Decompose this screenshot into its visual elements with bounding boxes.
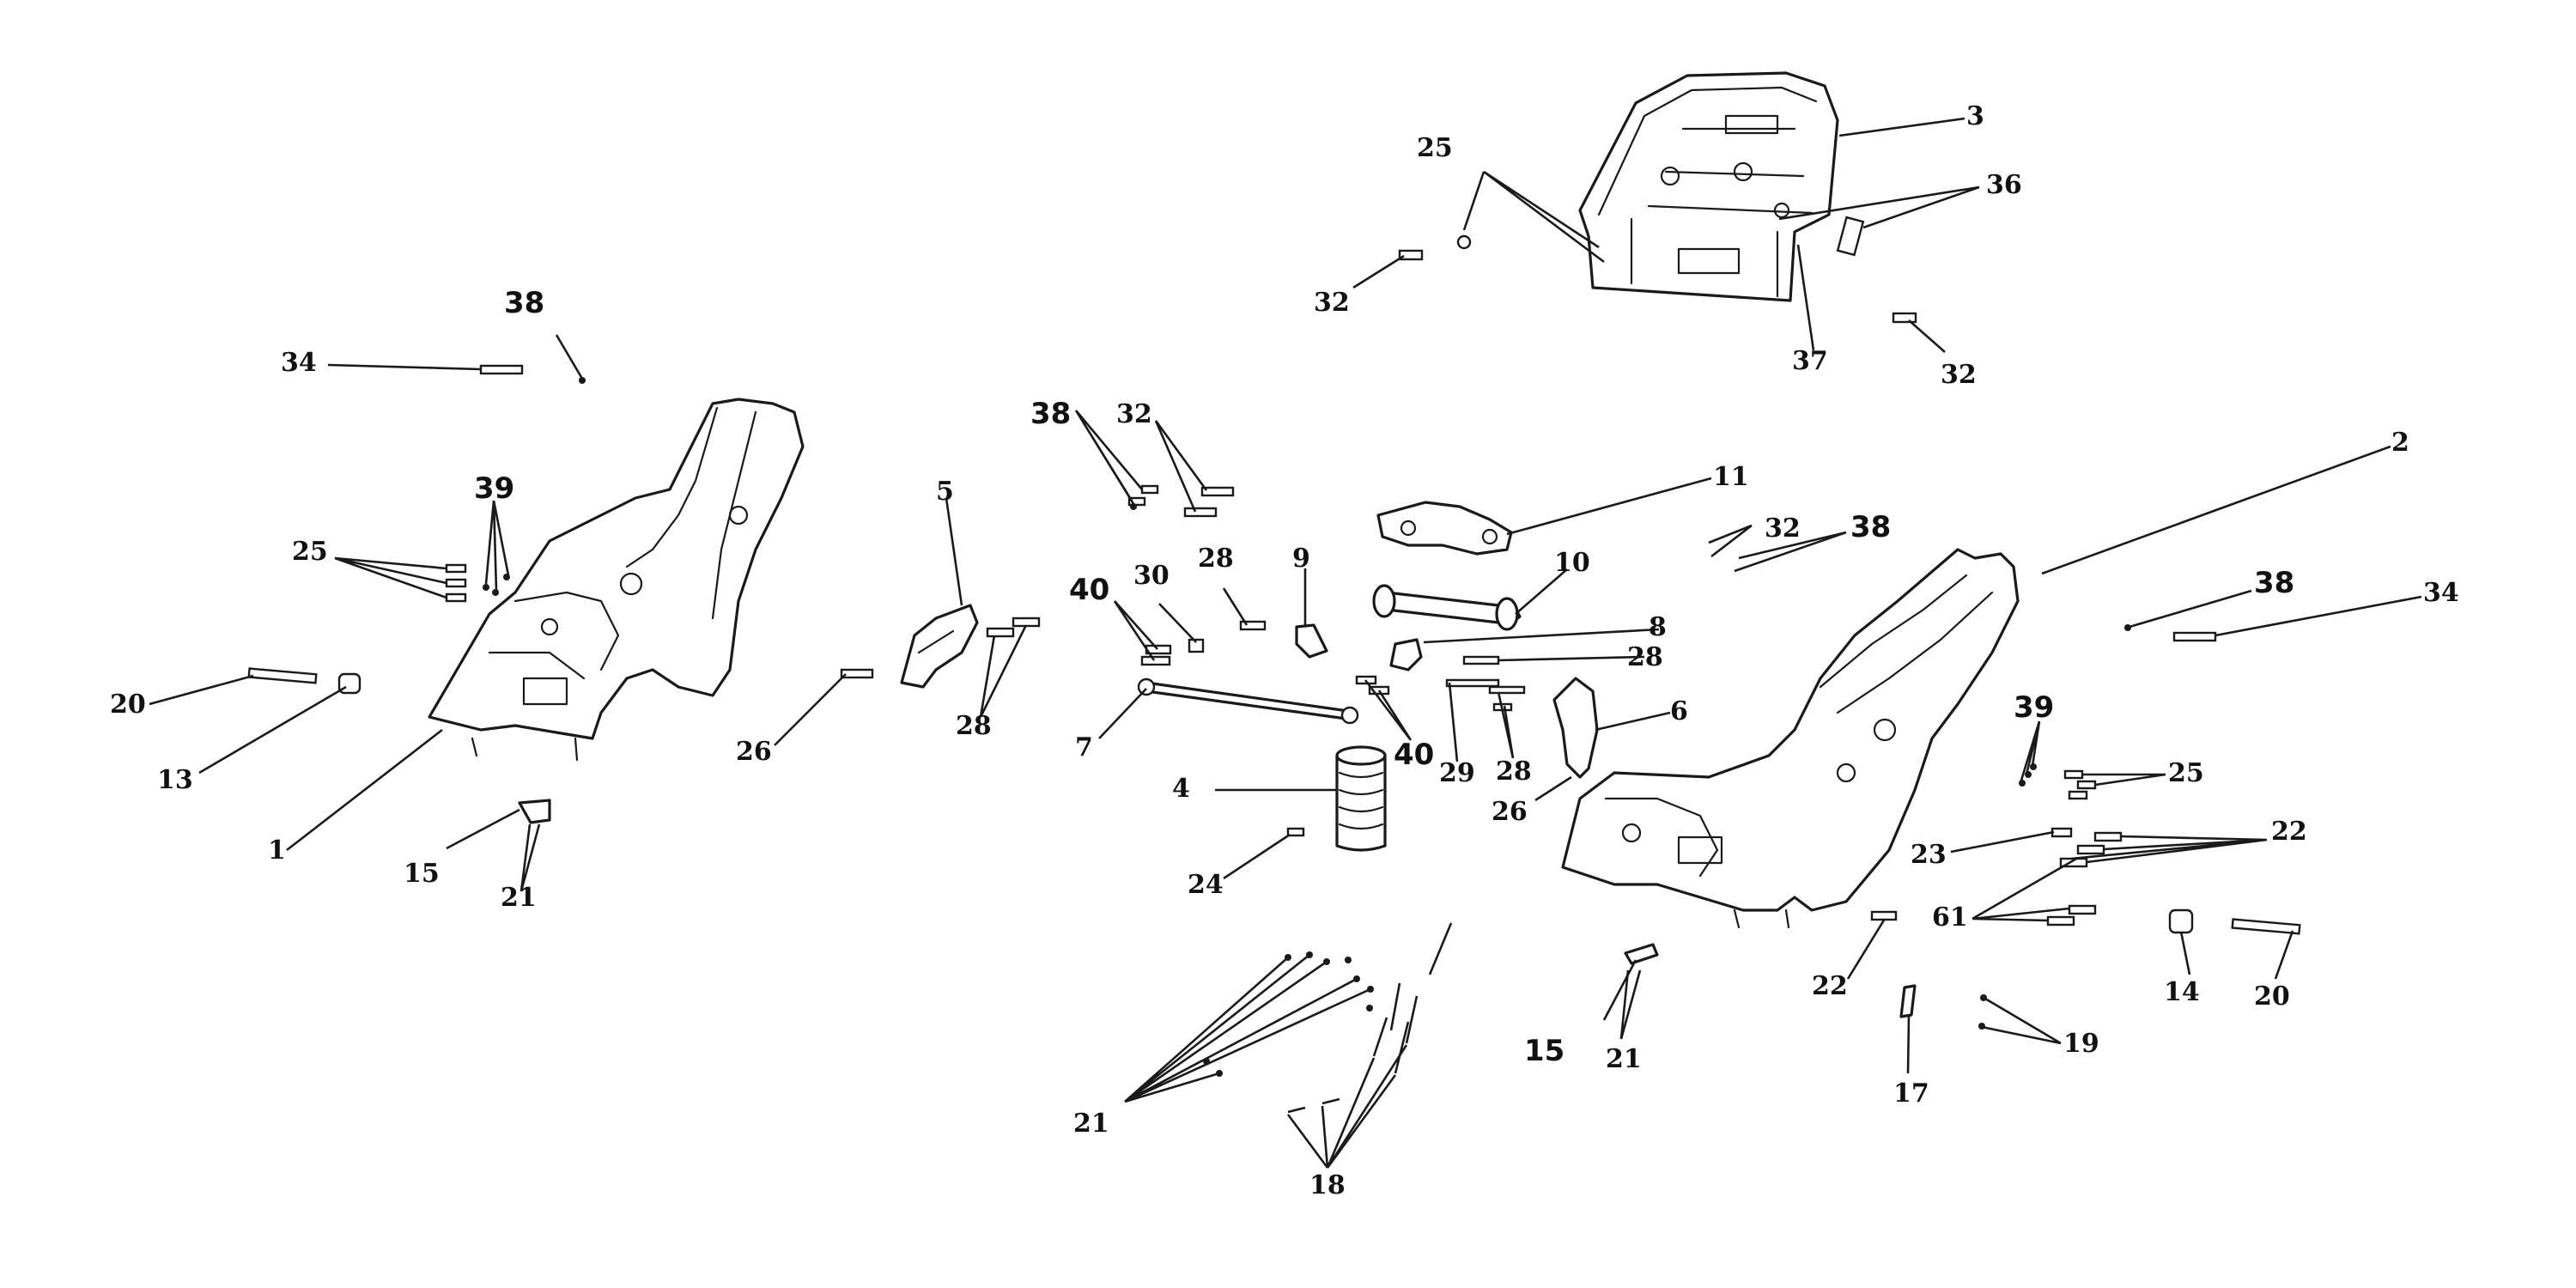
part-1-left-frame <box>428 398 805 762</box>
callout-17: 17 <box>1893 1078 1929 1109</box>
part-22-61-spacers <box>2046 827 2123 927</box>
callout-38-center: 38 <box>1030 397 1071 431</box>
part-17-strip <box>1899 984 1917 1018</box>
part-3-seat-pan <box>1578 71 1839 302</box>
part-6-bracket <box>1552 677 1599 779</box>
part-28-bolt-b <box>1012 617 1041 628</box>
callout-labels: 3 25 36 32 37 32 2 38 34 39 25 20 13 1 1… <box>110 101 2459 1200</box>
callout-26-right: 26 <box>1492 797 1528 827</box>
callout-25-top: 25 <box>1417 133 1453 163</box>
callout-40-top: 40 <box>1069 573 1109 607</box>
callout-32-top-left: 32 <box>1314 288 1350 318</box>
callout-18: 18 <box>1309 1170 1346 1200</box>
part-20-bolt-right <box>2231 918 2301 935</box>
part-14-bushing-right <box>2168 908 2194 934</box>
callout-21-right: 21 <box>1606 1044 1642 1074</box>
callout-39-left: 39 <box>474 471 514 506</box>
part-29-28-bolts <box>1445 678 1526 712</box>
callout-61: 61 <box>1932 902 1968 933</box>
callout-2: 2 <box>2391 428 2409 458</box>
part-28-bolt-a <box>986 627 1015 638</box>
callout-36: 36 <box>1986 170 2022 200</box>
part-25-screw-a <box>1456 234 1472 250</box>
part-2-right-frame <box>1561 548 2020 929</box>
callout-24: 24 <box>1188 870 1224 900</box>
part-38-screws-center <box>1127 484 1159 510</box>
callout-32-top-right: 32 <box>1941 360 1977 390</box>
callout-38-right: 38 <box>2254 566 2294 600</box>
callout-14: 14 <box>2164 977 2200 1007</box>
callout-19: 19 <box>2063 1029 2099 1059</box>
callout-9: 9 <box>1292 544 1310 574</box>
part-28-bolt-c <box>1239 620 1267 631</box>
callout-38-right-top: 38 <box>1850 510 1891 544</box>
callout-39-right: 39 <box>2014 690 2054 725</box>
callout-28-left: 28 <box>956 711 992 741</box>
callout-21-left: 21 <box>501 883 537 913</box>
callout-28-bottom: 28 <box>1496 756 1532 787</box>
callout-3: 3 <box>1966 101 1984 131</box>
part-4-sleeve <box>1335 745 1387 852</box>
callout-8: 8 <box>1649 612 1667 642</box>
part-34-bolt-left <box>479 364 524 375</box>
callout-15-right: 15 <box>1524 1034 1564 1068</box>
part-26-bolt-left <box>840 668 874 679</box>
part-9-bracket <box>1295 623 1328 659</box>
callout-10: 10 <box>1554 548 1590 578</box>
callout-28-center: 28 <box>1198 544 1234 574</box>
callout-13: 13 <box>157 765 193 795</box>
callout-34-left: 34 <box>281 348 317 378</box>
part-7-rod <box>1145 681 1354 721</box>
callout-38-left: 38 <box>504 286 544 320</box>
callout-15-left: 15 <box>404 859 440 889</box>
callout-30: 30 <box>1133 561 1170 591</box>
part-28-bolt-d <box>1462 655 1500 665</box>
callout-25-right: 25 <box>2168 758 2204 788</box>
callout-34-right: 34 <box>2423 578 2459 608</box>
part-5-bracket <box>900 604 979 689</box>
callout-37: 37 <box>1792 346 1828 376</box>
callout-32-right: 32 <box>1765 513 1801 544</box>
part-18-cable-ties <box>1287 922 1453 1114</box>
callout-5: 5 <box>936 477 954 507</box>
part-32-bolts-center <box>1183 486 1235 518</box>
callout-32-center: 32 <box>1116 399 1152 429</box>
part-8-clip <box>1389 638 1423 671</box>
callout-20-left: 20 <box>110 690 146 720</box>
part-36-bracket <box>1836 216 1865 257</box>
callout-22-bottom: 22 <box>1812 971 1848 1001</box>
part-38-dot-a <box>579 377 586 384</box>
callout-40-bottom: 40 <box>1394 738 1434 772</box>
callout-20-right: 20 <box>2254 981 2290 1012</box>
part-39-rivets-left <box>483 574 510 596</box>
callout-26-left: 26 <box>736 737 772 767</box>
part-15-bracket-left <box>518 799 551 824</box>
part-15-bracket-right <box>1624 943 1659 965</box>
callout-25-left: 25 <box>292 537 328 567</box>
callout-11: 11 <box>1713 462 1749 492</box>
part-25-screws-left <box>445 563 467 603</box>
callout-29: 29 <box>1439 758 1475 788</box>
part-30-pin <box>1188 638 1205 653</box>
callout-23: 23 <box>1911 840 1947 870</box>
callout-6: 6 <box>1670 696 1688 726</box>
callout-7: 7 <box>1075 732 1093 762</box>
callout-28-right-of-8: 28 <box>1627 642 1663 672</box>
part-20-bolt-left <box>247 667 318 684</box>
part-34-bolt-right <box>2172 631 2217 642</box>
leader-lines <box>149 117 2422 1169</box>
callout-21-bottom: 21 <box>1073 1109 1109 1139</box>
callout-4: 4 <box>1172 774 1190 804</box>
callout-1: 1 <box>268 835 286 866</box>
part-11-mount <box>1376 501 1513 556</box>
part-24-pin <box>1286 827 1305 837</box>
part-32-bolt-a <box>1398 249 1424 261</box>
part-32-bolt-b <box>1892 312 1917 324</box>
callout-22-right: 22 <box>2271 817 2307 847</box>
